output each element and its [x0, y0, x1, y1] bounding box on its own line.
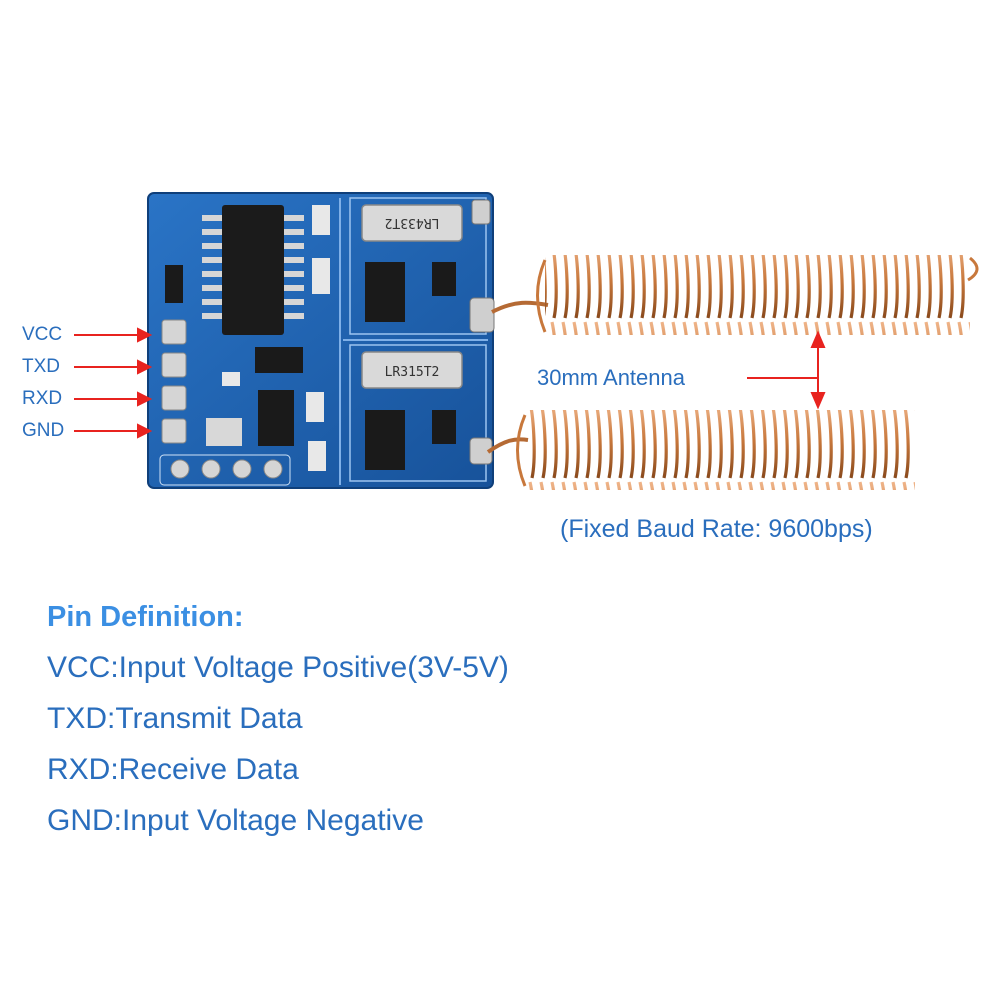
antenna-coil-top — [536, 255, 979, 335]
pin-arrows — [74, 327, 153, 439]
smd-components — [165, 205, 456, 471]
main-ic-chip — [202, 205, 304, 335]
crystal-bottom: LR315T2 — [361, 351, 463, 389]
pin-definition-rxd: RXD:Receive Data — [47, 753, 299, 786]
pin-label-rxd: RXD — [22, 388, 63, 409]
pin-definition-txd: TXD:Transmit Data — [47, 702, 303, 735]
pin-label-gnd: GND — [22, 420, 65, 441]
pin-header — [161, 319, 187, 444]
pin-definition-title: Pin Definition: — [47, 601, 244, 633]
pin-definition-section: Pin Definition: VCC:Input Voltage Positi… — [47, 600, 509, 838]
pin-definition-vcc: VCC:Input Voltage Positive(3V-5V) — [47, 651, 509, 684]
baud-rate-note: (Fixed Baud Rate: 9600bps) — [560, 515, 873, 543]
antenna-lead-bottom — [486, 437, 529, 454]
pin-definition-gnd: GND:Input Voltage Negative — [47, 804, 424, 837]
bottom-pads — [159, 454, 291, 486]
antenna-coil-bottom — [516, 410, 915, 490]
crystal-top: LR433T2 — [361, 204, 463, 242]
svg-text:LR433T2: LR433T2 — [385, 215, 440, 230]
pin-label-vcc: VCC — [22, 324, 63, 345]
antenna-dimension-arrow — [747, 330, 826, 410]
antenna-solder-pads — [469, 199, 495, 465]
antenna-lead-top — [491, 300, 549, 314]
svg-text:LR315T2: LR315T2 — [385, 365, 440, 380]
antenna-length-label: 30mm Antenna — [537, 365, 685, 390]
pin-label-txd: TXD — [22, 356, 60, 377]
